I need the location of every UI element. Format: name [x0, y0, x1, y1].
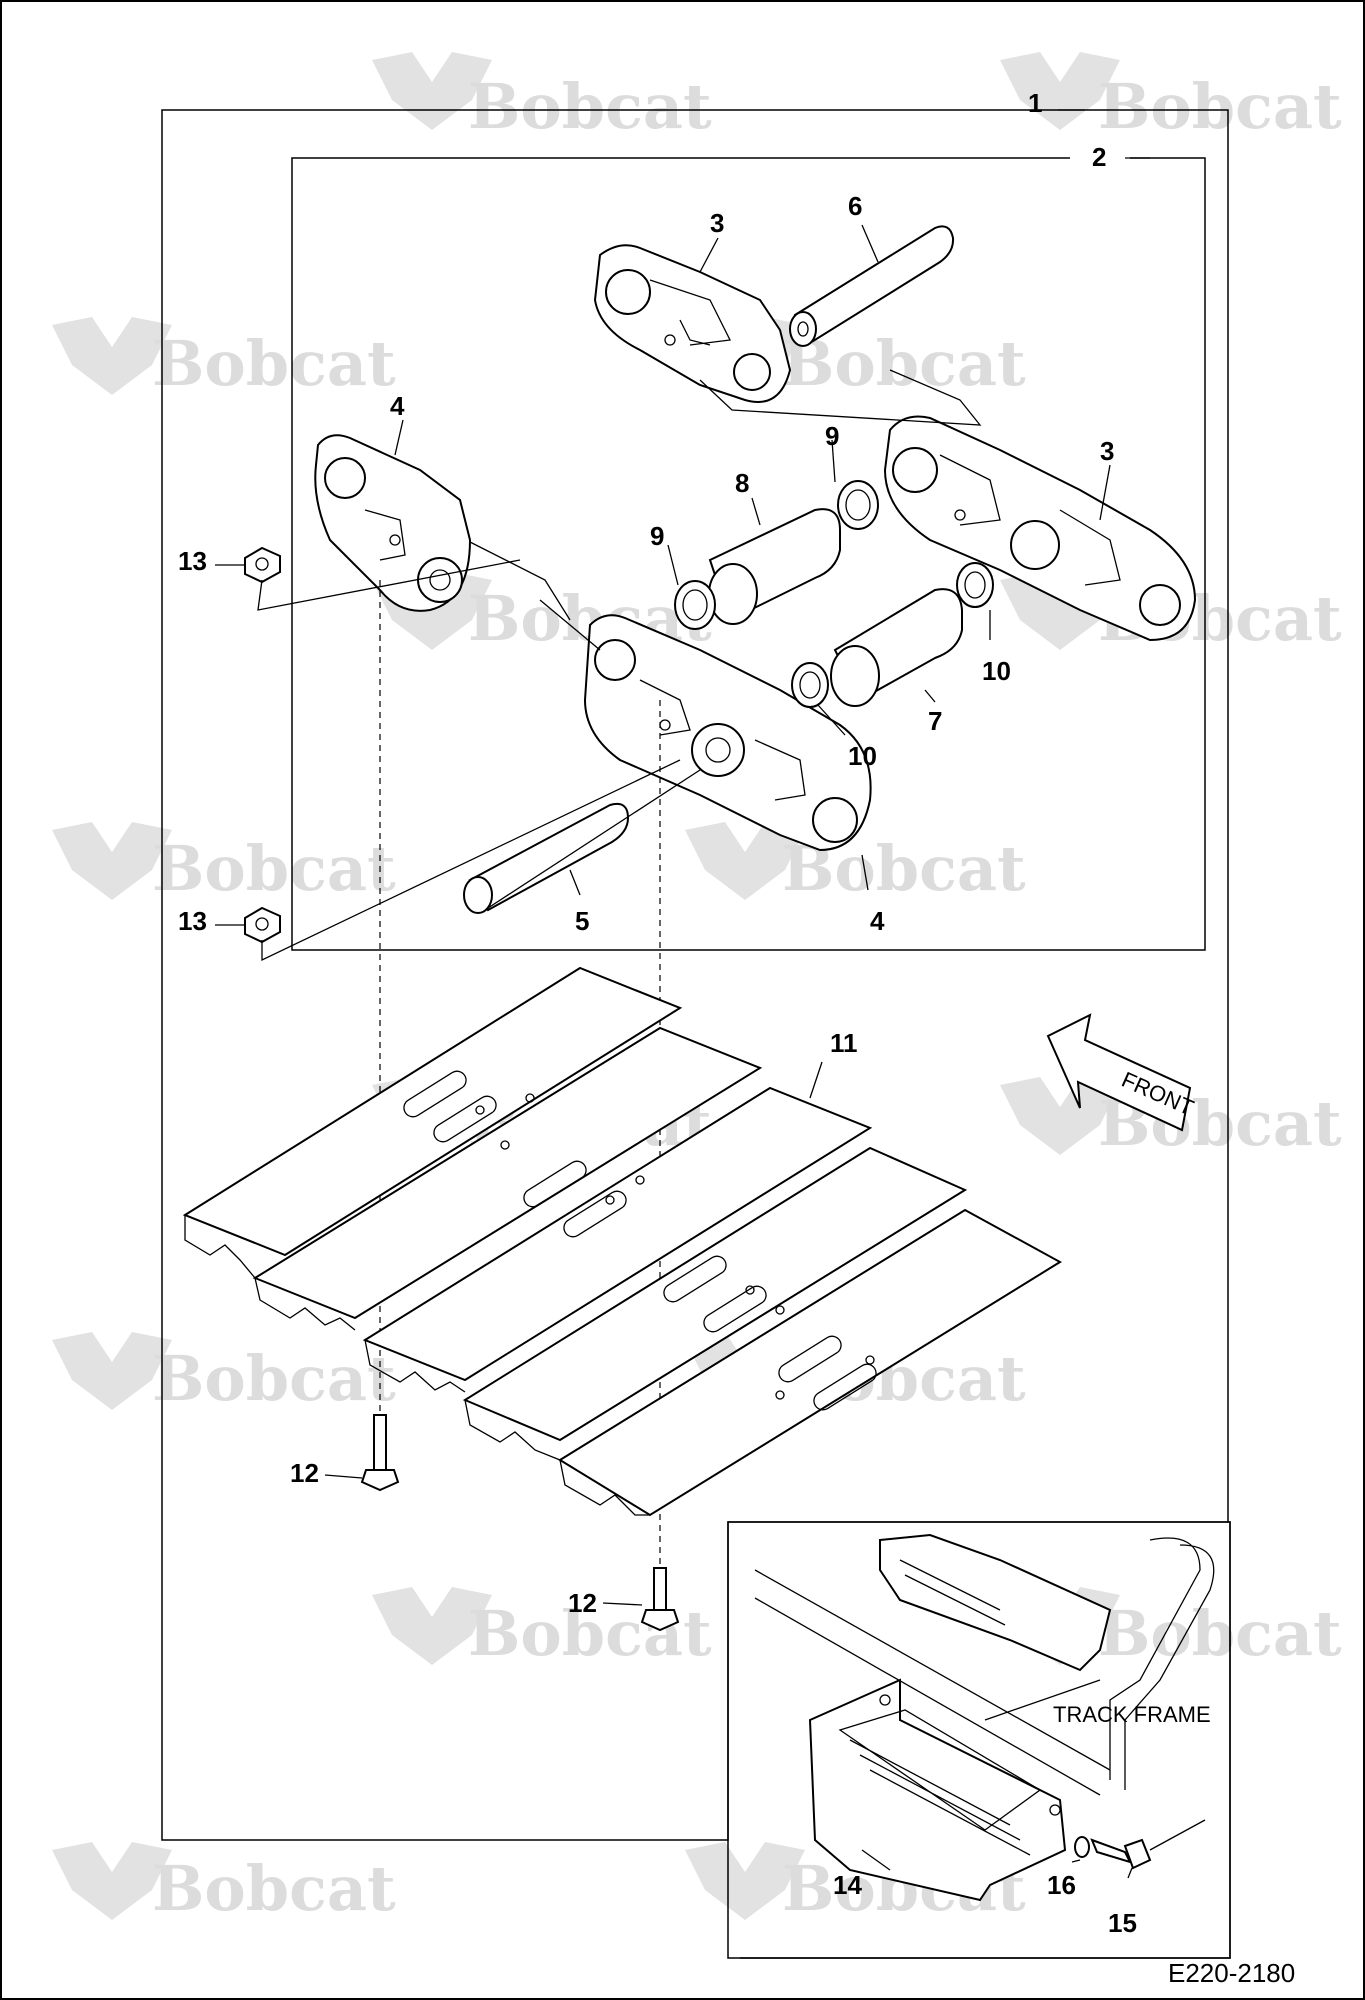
part-7-bushing [830, 588, 963, 707]
watermark-11: Bobcat [52, 1332, 396, 1415]
callout-16: 16 [1047, 1870, 1076, 1900]
watermark-text-3: Bobcat [152, 327, 396, 400]
callout-11: 11 [830, 1028, 858, 1058]
callout-3-right: 3 [1100, 436, 1114, 466]
callout-10-lower: 10 [848, 741, 877, 771]
assembly-box-2 [291, 157, 1206, 951]
watermark-15: Bobcat [52, 1842, 396, 1925]
callout-6: 6 [848, 191, 862, 221]
watermark-2: Bobcat [1000, 52, 1342, 143]
watermark-1: Bobcat [372, 52, 712, 143]
callout-13-lower: 13 [178, 906, 207, 936]
callout-7: 7 [928, 706, 942, 736]
callout-4-left: 4 [390, 391, 405, 421]
watermark-8: Bobcat [685, 822, 1026, 905]
part-4-lower-link [583, 614, 872, 852]
callout-14: 14 [833, 1870, 862, 1900]
callout-9-upper: 9 [825, 421, 839, 451]
part-8-bushing [708, 508, 841, 625]
part-12-bolt-upper [360, 1414, 400, 1492]
part-3-upper-link [593, 244, 792, 403]
callouts: 1 2 3 6 3 4 9 8 9 10 7 10 5 4 13 13 11 [178, 88, 1150, 1938]
callout-2: 2 [1092, 142, 1106, 172]
watermark-text-1: Bobcat [468, 70, 712, 143]
part-9-seal-right [837, 480, 879, 530]
callout-3-upper: 3 [710, 208, 724, 238]
part-12-bolt-lower [640, 1567, 680, 1632]
callout-12-lower: 12 [568, 1588, 597, 1618]
callout-12-upper: 12 [290, 1458, 319, 1488]
watermark-text-4: Bobcat [782, 327, 1026, 400]
part-10-seal-left [791, 662, 829, 708]
part-6-pin [789, 225, 955, 347]
part-5-pin [463, 802, 630, 914]
callout-8: 8 [735, 468, 749, 498]
part-3-right-link [883, 415, 1197, 642]
callout-10-right: 10 [982, 656, 1011, 686]
part-13-nut-upper [244, 546, 281, 584]
part-9-seal-left [674, 580, 716, 630]
callout-13-upper: 13 [178, 546, 207, 576]
callout-4-lower: 4 [870, 906, 885, 936]
part-10-seal-right [956, 562, 994, 608]
watermark-3: Bobcat [52, 317, 396, 400]
part-4-left-link [314, 434, 472, 612]
callout-15: 15 [1108, 1908, 1137, 1938]
callout-9-lower: 9 [650, 521, 664, 551]
part-11-track-shoes [182, 966, 1062, 1517]
track-frame-detail [754, 1533, 1215, 1902]
watermark-text-2: Bobcat [1098, 70, 1342, 143]
watermark-text-15: Bobcat [152, 1852, 396, 1925]
detail-box [727, 1521, 1231, 1959]
callout-5: 5 [575, 906, 589, 936]
drawing-code: E220-2180 [1168, 1958, 1295, 1988]
watermark-text-11: Bobcat [152, 1342, 396, 1415]
watermark-text-7: Bobcat [152, 832, 396, 905]
track-frame-label: TRACK FRAME [1053, 1702, 1211, 1727]
part-13-nut-lower [244, 906, 281, 944]
watermark-text-14: Bobcat [1098, 1597, 1342, 1670]
callout-1: 1 [1028, 88, 1042, 118]
watermark-7: Bobcat [52, 822, 396, 905]
